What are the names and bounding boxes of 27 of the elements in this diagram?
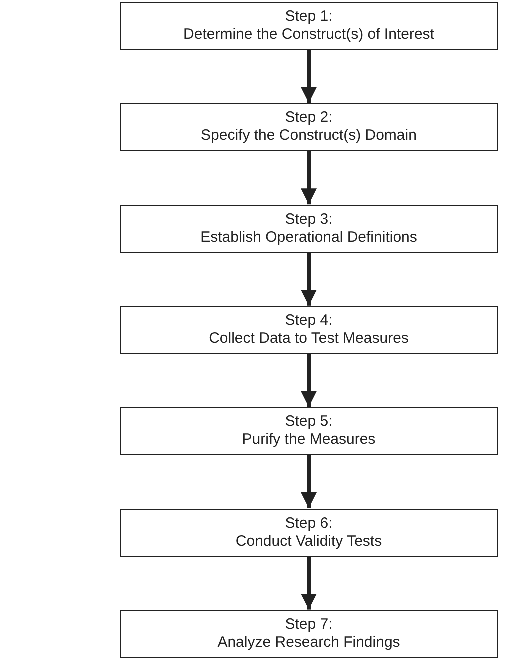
step-box (120, 407, 498, 456)
step-number: Step 4: (285, 312, 333, 330)
step-box (120, 204, 498, 253)
step-box (120, 508, 498, 556)
arrow (301, 354, 317, 408)
step-number: Step 2: (285, 109, 333, 128)
step-title: Collect Data to Test Measures (209, 330, 409, 348)
step-title: Purify the Measures (242, 431, 376, 450)
step-title: Determine the Construct(s) of Interest (184, 26, 434, 44)
arrow (301, 556, 317, 610)
arrow (301, 252, 317, 306)
step-number: Step 3: (285, 210, 333, 229)
step-title: Analyze Research Findings (218, 634, 400, 652)
step-title: Specify the Construct(s) Domain (201, 127, 417, 146)
step-number: Step 5: (285, 413, 333, 432)
step-title: Establish Operational Definitions (200, 228, 418, 247)
step-box (120, 306, 498, 354)
arrow (301, 50, 317, 104)
step-number: Step 7: (285, 616, 333, 634)
step-number: Step 1: (285, 8, 333, 26)
step-box (120, 610, 498, 658)
step-box (120, 103, 498, 152)
arrow (301, 151, 317, 205)
step-title: Conduct Validity Tests (236, 532, 382, 550)
step-number: Step 6: (285, 514, 333, 532)
step-box (120, 2, 498, 50)
arrow (301, 455, 317, 508)
